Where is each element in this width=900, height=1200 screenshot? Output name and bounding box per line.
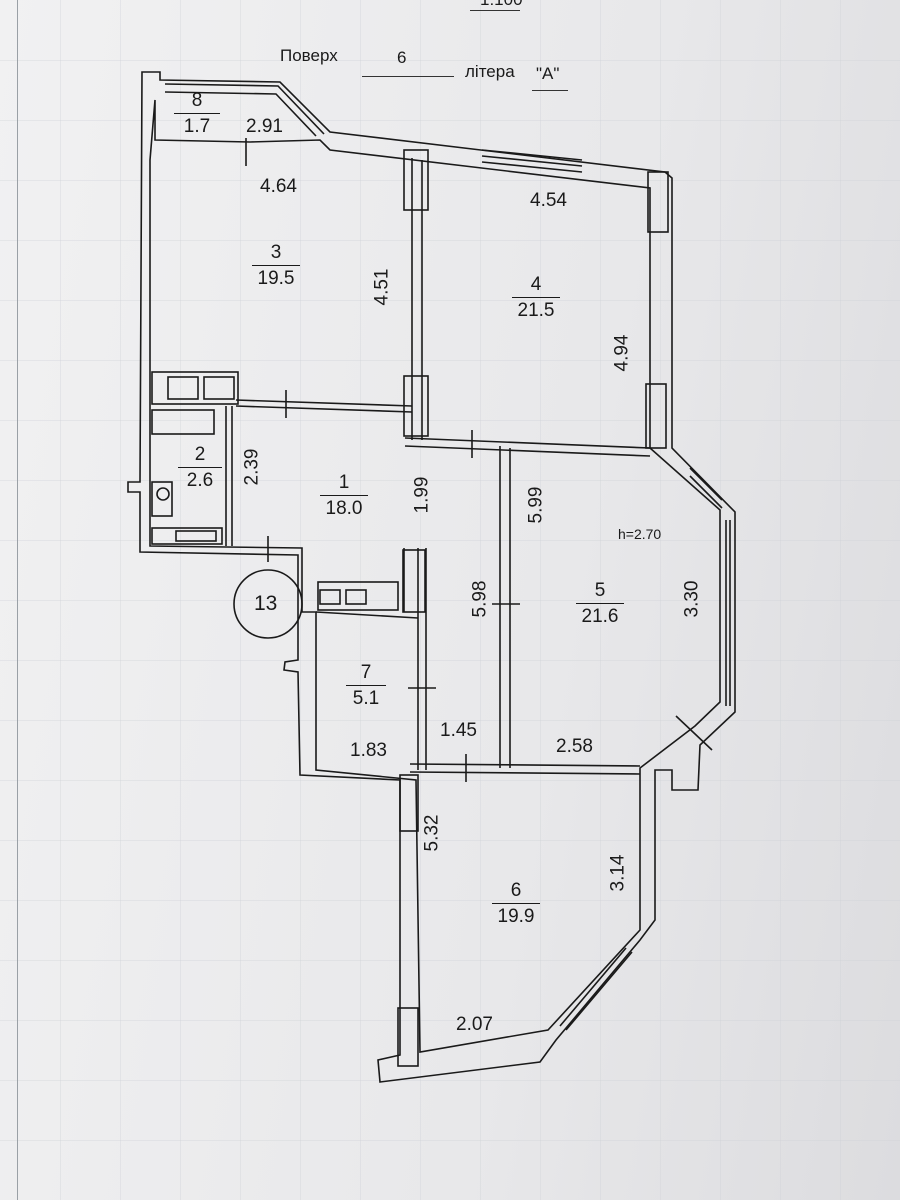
- fraction-line: [512, 297, 560, 298]
- grid-line: [0, 360, 900, 361]
- dimension-label: 3.14: [607, 854, 629, 892]
- dimension-label: 4.51: [371, 268, 393, 306]
- grid-line: [0, 480, 900, 481]
- grid-line: [0, 900, 900, 901]
- margin-line: [17, 0, 18, 1200]
- room-number: 3: [270, 242, 282, 263]
- grid-line: [600, 0, 601, 1200]
- fraction-line: [174, 113, 220, 114]
- grid-line: [0, 120, 900, 121]
- room-number: 7: [360, 662, 372, 683]
- inner-wall: [149, 99, 721, 1053]
- fraction-line: [576, 603, 624, 604]
- room-area: 19.9: [497, 906, 535, 927]
- room-7-label: 7 5.1: [346, 662, 386, 710]
- scale-label: 1:100: [480, 0, 523, 10]
- grid-line: [0, 420, 900, 421]
- dimension-label: 5.99: [525, 486, 547, 524]
- dimension-label: 5.98: [469, 580, 491, 618]
- letter-value: "A": [536, 64, 560, 83]
- fraction-line: [492, 903, 540, 904]
- grid-line: [0, 960, 900, 961]
- grid-line: [0, 660, 900, 661]
- dimension-label: 2.58: [556, 736, 593, 757]
- dimension-label: 4.54: [530, 190, 567, 211]
- room-5-label: 5 21.6: [576, 580, 624, 628]
- room-area: 18.0: [325, 498, 363, 519]
- balcony-wall: [164, 83, 325, 135]
- fraction-line: [346, 685, 386, 686]
- dimension-label: 2.07: [456, 1014, 493, 1035]
- grid-line: [0, 840, 900, 841]
- room-number: 8: [191, 90, 203, 111]
- grid-line: [180, 0, 181, 1200]
- room-number: 2: [194, 444, 206, 465]
- room-number: 1: [338, 472, 350, 493]
- grid-line: [0, 1140, 900, 1141]
- grid-line: [0, 60, 900, 61]
- grid-line: [480, 0, 481, 1200]
- grid-line: [60, 0, 61, 1200]
- grid-line: [420, 0, 421, 1200]
- grid-line: [660, 0, 661, 1200]
- outer-wall: [127, 71, 736, 1083]
- grid-line: [120, 0, 121, 1200]
- room-8-label: 8 1.7: [174, 90, 220, 138]
- room-area: 1.7: [183, 116, 211, 137]
- grid-line: [840, 0, 841, 1200]
- room-4-label: 4 21.5: [512, 274, 560, 322]
- stair-marker-number: 13: [254, 592, 278, 615]
- grid-line: [0, 1020, 900, 1021]
- dimension-label: 2.91: [246, 116, 283, 137]
- scale-underline: [470, 10, 520, 11]
- dimension-label: 1.99: [411, 476, 433, 514]
- room-1-label: 1 18.0: [320, 472, 368, 520]
- fraction-line: [178, 467, 222, 468]
- floor-value: 6: [397, 48, 407, 67]
- stair-marker-circle: [233, 569, 303, 639]
- room-number: 5: [594, 580, 606, 601]
- grid-line: [0, 300, 900, 301]
- room-number: 6: [510, 880, 522, 901]
- grid-line: [0, 1080, 900, 1081]
- dimension-label: 4.64: [260, 176, 297, 197]
- grid-line: [0, 240, 900, 241]
- letter-underline: [532, 90, 568, 91]
- room-6-label: 6 19.9: [492, 880, 540, 928]
- grid-line: [0, 180, 900, 181]
- room-area: 5.1: [352, 688, 380, 709]
- fraction-line: [252, 265, 300, 266]
- dimension-label: 5.32: [421, 814, 443, 852]
- grid-line: [780, 0, 781, 1200]
- floor-underline: [362, 76, 454, 77]
- room-area: 19.5: [257, 268, 295, 289]
- room-area: 21.5: [517, 300, 555, 321]
- dimension-label: 1.83: [350, 740, 387, 761]
- dimension-label: 4.94: [611, 334, 633, 372]
- grid-line: [0, 600, 900, 601]
- grid-line: [540, 0, 541, 1200]
- dimension-label: 1.45: [440, 720, 477, 741]
- grid-line: [240, 0, 241, 1200]
- fraction-line: [320, 495, 368, 496]
- room-3-label: 3 19.5: [252, 242, 300, 290]
- room-2-label: 2 2.6: [178, 444, 222, 492]
- dimension-label: 2.39: [241, 448, 263, 486]
- grid-line: [0, 780, 900, 781]
- dimension-label: 3.30: [681, 580, 703, 618]
- floor-label: Поверх: [280, 46, 338, 65]
- grid-line: [0, 720, 900, 721]
- room-area: 2.6: [186, 470, 214, 491]
- ceiling-height: h=2.70: [618, 526, 662, 542]
- grid-line: [300, 0, 301, 1200]
- grid-line: [0, 540, 900, 541]
- room-area: 21.6: [581, 606, 619, 627]
- letter-label: літера: [465, 62, 515, 81]
- room-number: 4: [530, 274, 542, 295]
- grid-line: [360, 0, 361, 1200]
